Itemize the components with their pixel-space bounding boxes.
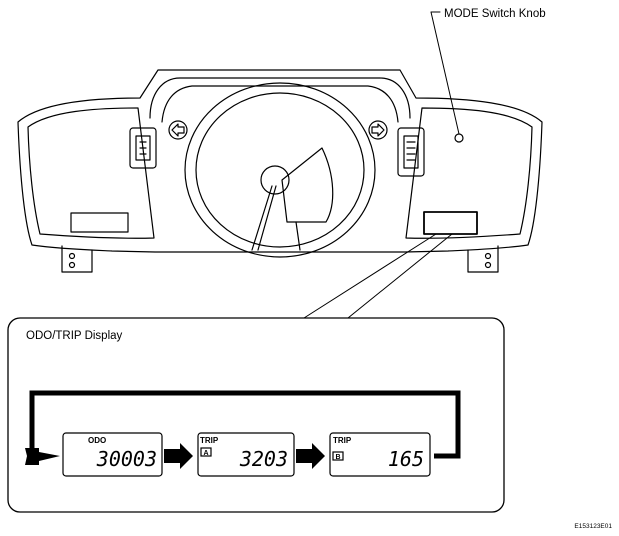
trip-a-tag: TRIP <box>200 436 219 445</box>
odo-value: 30003 <box>96 447 157 471</box>
trip-b-value: 165 <box>388 447 424 471</box>
odo-trip-lcd-window <box>423 211 478 235</box>
flow-arrow-1-icon <box>164 443 193 469</box>
trip-b-display-box <box>329 432 431 477</box>
meter-hood <box>149 77 411 119</box>
right-small-gauge-detail <box>403 135 419 169</box>
right-small-gauge <box>397 127 425 177</box>
meter-housing-outline <box>17 69 543 253</box>
meter-cluster <box>17 69 543 273</box>
loop-arrowhead-icon <box>25 448 60 465</box>
dial-needle <box>251 185 277 251</box>
left-turn-arrow-icon <box>171 123 185 137</box>
cycle-loop-arrow <box>29 390 461 459</box>
dial-bezel-inner <box>195 92 365 248</box>
zoom-leader-right <box>347 233 453 319</box>
mode-switch-knob-label: MODE Switch Knob <box>444 8 546 20</box>
figure-code: E153123E01 <box>574 523 612 530</box>
left-turn-signal-icon <box>168 120 188 140</box>
trip-b-sub: B <box>335 454 340 461</box>
odo-display-box <box>62 432 163 477</box>
panel-title: ODO/TRIP Display <box>26 330 123 342</box>
trip-b-sub-box <box>332 451 344 461</box>
dial-bezel-outer <box>184 82 376 258</box>
left-mount-hole-icon <box>68 252 76 260</box>
trip-b-tag: TRIP <box>333 436 352 445</box>
dial-pointer-secondary <box>295 221 301 251</box>
trip-a-display-box <box>197 432 295 477</box>
left-lens-outline <box>27 107 155 239</box>
right-mount-hole-icon <box>484 252 492 260</box>
left-small-gauge <box>129 127 157 169</box>
meter-hood-inner <box>161 85 399 123</box>
zoom-leader-left <box>303 233 437 319</box>
right-mounting-tab <box>467 245 499 273</box>
right-turn-arrow-icon <box>371 123 385 137</box>
left-mount-hole-icon <box>68 261 76 269</box>
left-lcd-window <box>70 212 129 233</box>
dial-sector <box>281 147 334 223</box>
flow-arrow-2-icon <box>296 443 325 469</box>
left-small-gauge-detail <box>135 135 151 161</box>
trip-a-value: 3203 <box>239 447 288 471</box>
right-mount-hole-icon <box>484 261 492 269</box>
right-turn-signal-icon <box>368 120 388 140</box>
dial-hub <box>260 165 290 195</box>
trip-a-sub-box <box>200 447 212 457</box>
right-lens-outline <box>405 107 533 239</box>
odo-trip-panel <box>7 317 505 513</box>
mode-knob-leader <box>430 11 460 135</box>
trip-a-sub: A <box>203 450 208 457</box>
left-mounting-tab <box>61 245 93 273</box>
mode-switch-knob-icon <box>454 133 464 143</box>
odo-tag: ODO <box>88 436 106 445</box>
